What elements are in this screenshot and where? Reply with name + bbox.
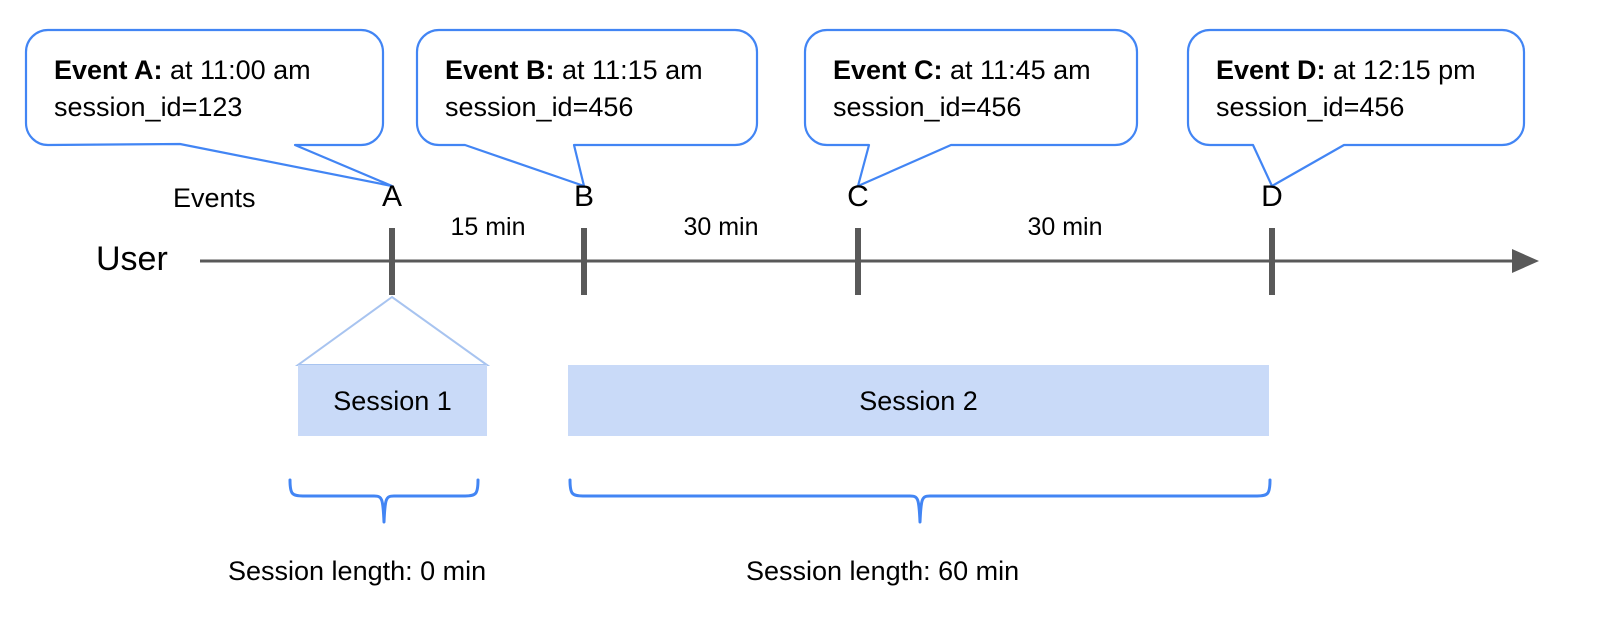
session-2-brace bbox=[568, 478, 1272, 524]
session-2-bar bbox=[568, 365, 1269, 436]
callout-a-shape bbox=[24, 28, 394, 188]
callout-d-text: Event D: at 12:15 pm session_id=456 bbox=[1216, 52, 1476, 126]
callout-c-time: at 11:45 am bbox=[942, 55, 1091, 85]
callout-b-session: session_id=456 bbox=[445, 92, 634, 122]
callout-c-shape bbox=[803, 28, 1139, 188]
session-1-brace bbox=[288, 478, 480, 524]
callout-a-time: at 11:00 am bbox=[162, 55, 311, 85]
session-1-length-label: Session length: 0 min bbox=[228, 556, 487, 586]
callout-b-shape bbox=[415, 28, 759, 188]
session-2-length-label: Session length: 60 min bbox=[746, 556, 1020, 586]
interval-label-cd: 30 min bbox=[1027, 213, 1103, 241]
callout-c-session: session_id=456 bbox=[833, 92, 1022, 122]
callout-c-text: Event C: at 11:45 am session_id=456 bbox=[833, 52, 1091, 126]
event-letter-b: B bbox=[573, 180, 594, 213]
callout-d-shape bbox=[1186, 28, 1526, 188]
callout-d-session: session_id=456 bbox=[1216, 92, 1405, 122]
session-2-label: Session 2 bbox=[859, 386, 978, 416]
interval-label-ab: 15 min bbox=[450, 213, 526, 241]
event-letter-d: D bbox=[1261, 180, 1283, 213]
callout-b-text: Event B: at 11:15 am session_id=456 bbox=[445, 52, 703, 126]
callout-a-text: Event A: at 11:00 am session_id=123 bbox=[54, 52, 311, 126]
callout-d-time: at 12:15 pm bbox=[1325, 55, 1476, 85]
callout-b-bold: Event B: bbox=[445, 55, 555, 85]
session-1-bar bbox=[298, 365, 487, 436]
events-lane-label: Events bbox=[173, 183, 256, 213]
session-1-label: Session 1 bbox=[333, 386, 452, 416]
interval-label-bc: 30 min bbox=[683, 213, 759, 241]
callout-c-bold: Event C: bbox=[833, 55, 943, 85]
event-letter-c: C bbox=[847, 180, 869, 213]
callout-b-time: at 11:15 am bbox=[554, 55, 703, 85]
event-letter-a: A bbox=[381, 180, 402, 213]
callout-d-bold: Event D: bbox=[1216, 55, 1326, 85]
callout-a-bold: Event A: bbox=[54, 55, 163, 85]
session-1-connector bbox=[294, 295, 491, 366]
user-lane-label: User bbox=[96, 240, 168, 278]
callout-a-session: session_id=123 bbox=[54, 92, 243, 122]
